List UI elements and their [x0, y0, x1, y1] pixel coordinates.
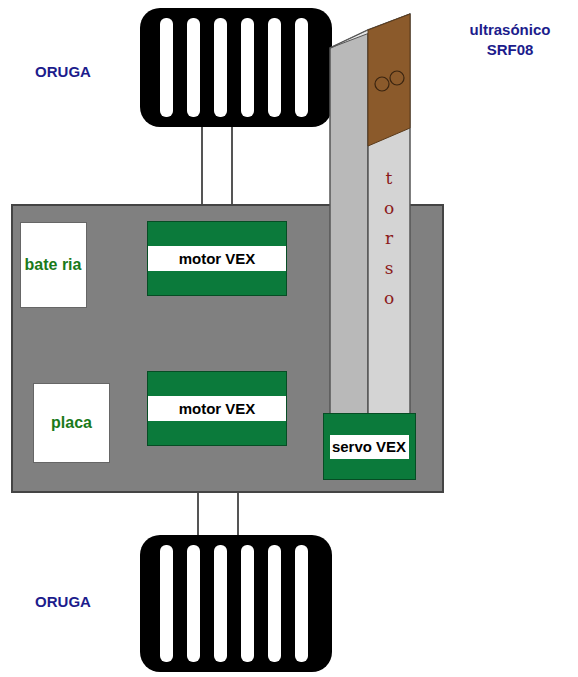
- box-label: placa: [51, 413, 92, 432]
- track-slat: [214, 545, 227, 662]
- battery-box: bate ria: [20, 222, 87, 308]
- track-slat: [268, 18, 281, 117]
- track-label: ORUGA: [18, 62, 108, 82]
- track-slat: [187, 18, 200, 117]
- torso-front: [368, 14, 410, 462]
- sensor-transducers: [375, 71, 404, 91]
- track-slat: [241, 18, 254, 117]
- track-slat: [241, 545, 254, 662]
- track-slat: [214, 18, 227, 117]
- track-top: [140, 8, 332, 127]
- track-slat: [187, 545, 200, 662]
- torso-side: [330, 30, 368, 462]
- box-label: bate ria: [25, 255, 82, 274]
- track-slat: [268, 545, 281, 662]
- track-slat: [160, 545, 173, 662]
- track-slat: [160, 18, 173, 117]
- box-label: t o r s o: [381, 163, 398, 313]
- servo-box: servo VEX: [323, 413, 416, 480]
- sensor-label: ultrasónico SRF08: [448, 20, 572, 59]
- torso-label-box: t o r s o: [370, 158, 408, 318]
- track-slat: [295, 18, 308, 117]
- motor-box: motor VEX: [147, 371, 287, 446]
- box-label: servo VEX: [330, 435, 409, 459]
- track-slat: [295, 545, 308, 662]
- ultrasonic-sensor: [368, 14, 410, 146]
- track-bottom: [140, 535, 332, 672]
- box-label: motor VEX: [148, 246, 286, 271]
- board-box: placa: [33, 383, 110, 463]
- box-label: motor VEX: [148, 396, 286, 421]
- motor-box: motor VEX: [147, 221, 287, 296]
- track-label: ORUGA: [18, 592, 108, 612]
